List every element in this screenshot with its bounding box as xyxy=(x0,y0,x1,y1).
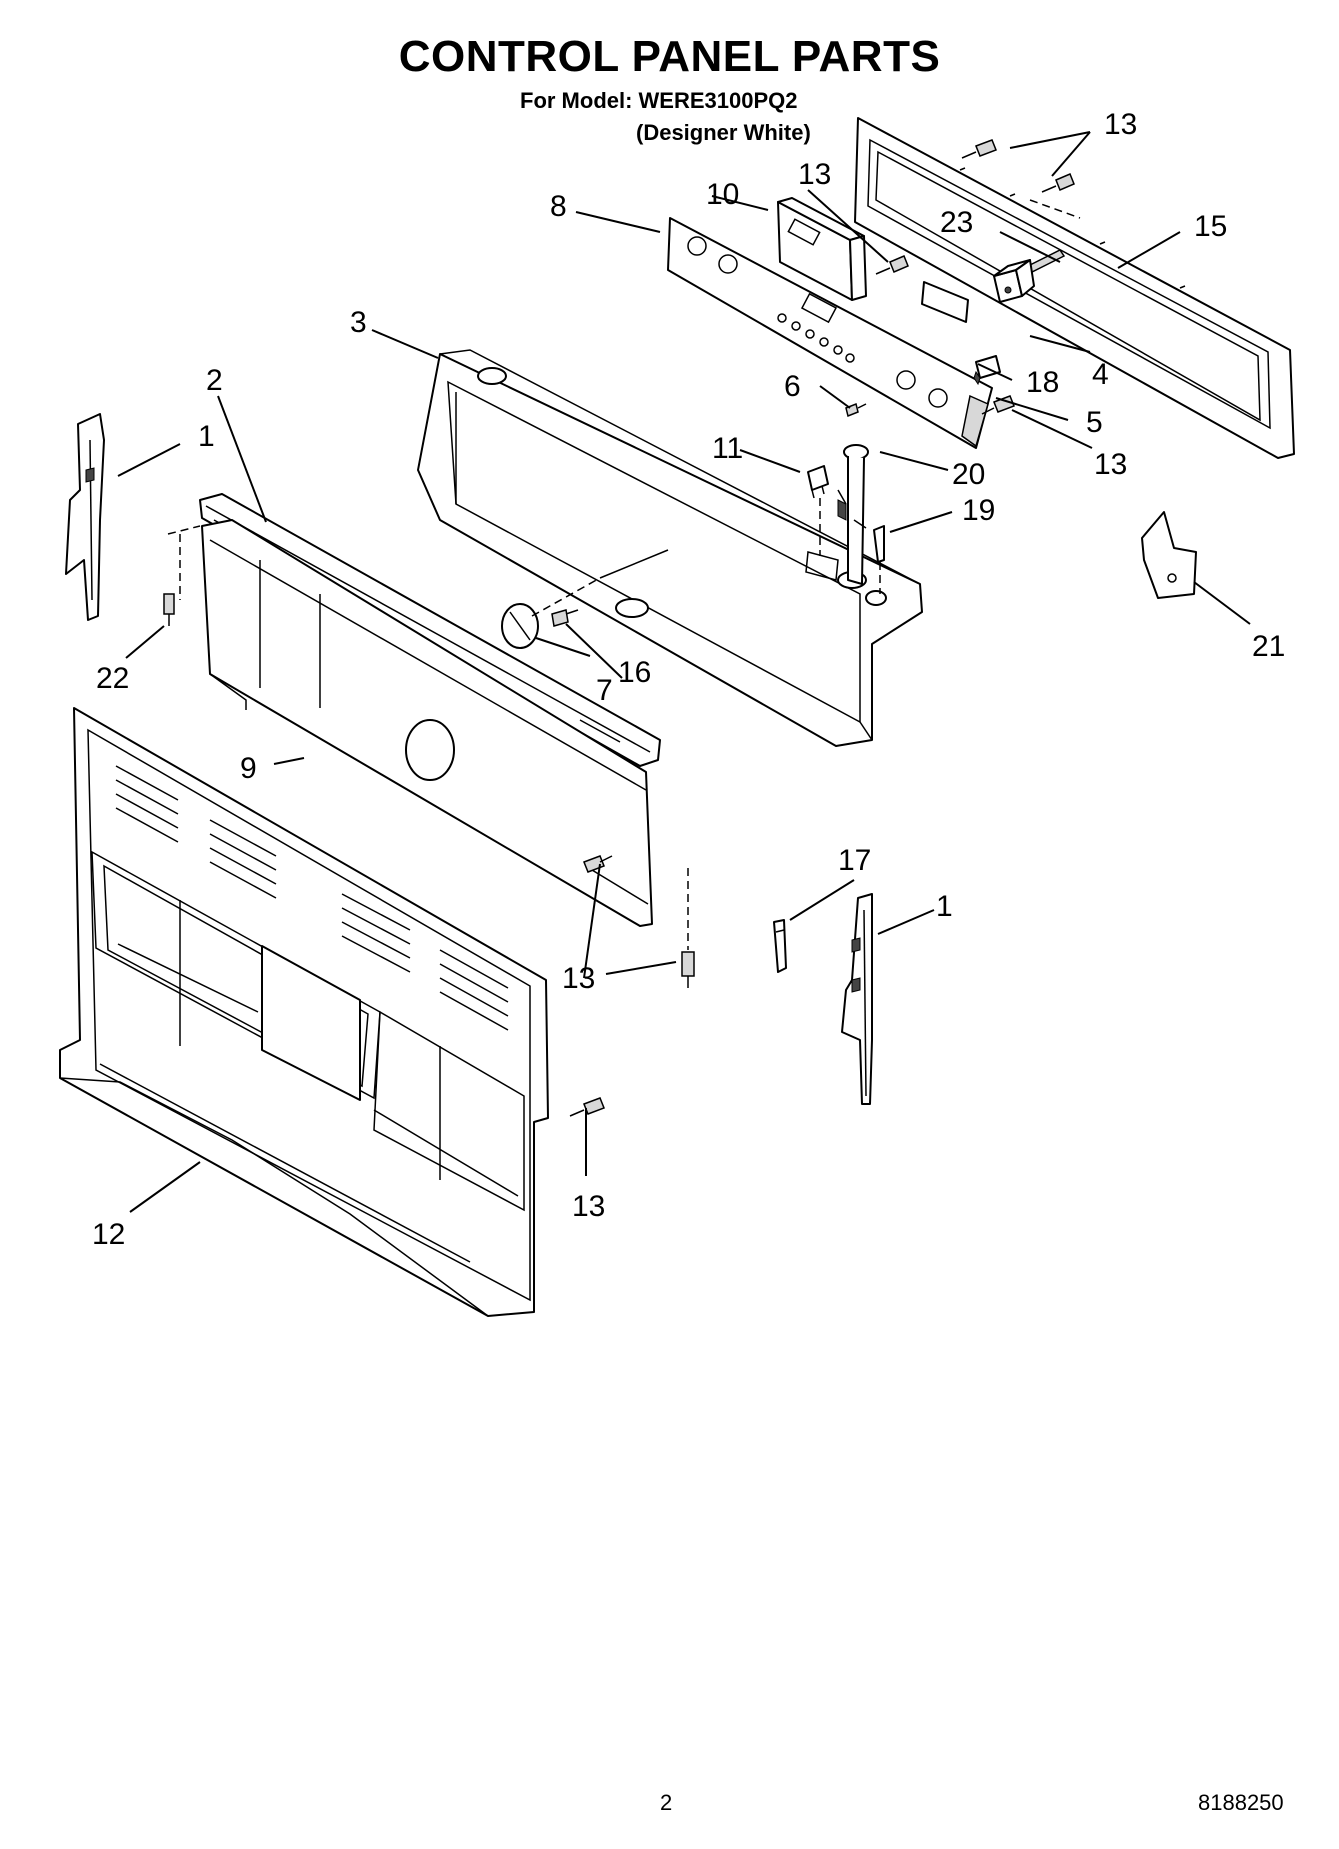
callout-17: 17 xyxy=(838,844,871,877)
part-9-faceplate xyxy=(667,217,993,449)
callout-3: 3 xyxy=(350,306,367,339)
part-13-screw-lower xyxy=(681,951,695,988)
part-13-screw-mid xyxy=(583,855,613,873)
callout-15: 15 xyxy=(1194,210,1227,243)
callout-9: 8 xyxy=(550,190,567,223)
callout-10: 12 xyxy=(92,1218,125,1251)
part-13-screw-faceplate xyxy=(981,395,1015,415)
callout-5: 5 xyxy=(1086,406,1103,439)
callout-12: 10 xyxy=(706,178,739,211)
part-16-nut xyxy=(551,609,579,627)
model-line: For Model: WERE3100PQ2 xyxy=(520,88,798,113)
callout-20: 20 xyxy=(952,458,985,491)
callout-labels: 13 13 10 8 15 23 3 2 1 4 18 5 13 6 11 20… xyxy=(92,108,1285,1251)
part-13-screw-top-1 xyxy=(961,139,997,159)
part-12-control-board xyxy=(777,197,867,301)
part-10-rear-cover xyxy=(59,707,549,1317)
page-title: CONTROL PANEL PARTS xyxy=(398,32,941,81)
callout-7: 7 xyxy=(596,674,613,707)
screw-alignment-line xyxy=(1029,199,1081,219)
callout-16: 16 xyxy=(618,656,651,689)
page-number: 2 xyxy=(660,1790,673,1815)
part-1-bracket-left xyxy=(65,413,105,621)
leader-lines xyxy=(117,131,1251,1213)
callout-22: 22 xyxy=(96,662,129,695)
callout-18: 18 xyxy=(1026,366,1059,399)
part-3-console xyxy=(417,349,923,747)
part-22-screw xyxy=(163,593,175,626)
display-overlay xyxy=(921,281,969,323)
callout-4: 4 xyxy=(1092,358,1109,391)
part-10-vent-slots xyxy=(115,765,509,1031)
document-number: 8188250 xyxy=(1198,1790,1284,1815)
callout-1-right: 1 xyxy=(936,890,953,923)
part-20-probe xyxy=(837,444,869,585)
callout-21: 21 xyxy=(1252,630,1285,663)
part-21-bracket xyxy=(1141,511,1197,599)
part-19-clip xyxy=(873,525,885,594)
part-13-screw-board xyxy=(875,255,909,275)
variant-line: (Designer White) xyxy=(636,120,811,145)
part-5-component xyxy=(973,355,1001,386)
callout-23: 23 xyxy=(940,206,973,239)
callout-13-mid: 13 xyxy=(562,962,595,995)
callout-6: 6 xyxy=(784,370,801,403)
part-11-switch xyxy=(807,465,829,556)
callout-13-top: 13 xyxy=(1104,108,1137,141)
part-1-bracket-right xyxy=(841,893,873,1105)
callout-13-board: 13 xyxy=(798,158,831,191)
part-15-trim-frame xyxy=(854,117,1295,459)
callout-13-bottom: 13 xyxy=(572,1190,605,1223)
part-4-switch xyxy=(993,259,1035,303)
callout-8: 9 xyxy=(240,752,257,785)
part-17-tab xyxy=(773,919,787,973)
callout-2: 2 xyxy=(206,364,223,397)
callout-11: 11 xyxy=(712,432,743,465)
part-8-back-panel xyxy=(167,519,689,950)
callout-1-left: 1 xyxy=(198,420,215,453)
callout-13-faceplate: 13 xyxy=(1094,448,1127,481)
part-13-screw-top-2 xyxy=(1041,173,1075,193)
part-7-knob xyxy=(501,549,669,649)
part-6-screw xyxy=(845,402,867,418)
callout-19: 19 xyxy=(962,494,995,527)
